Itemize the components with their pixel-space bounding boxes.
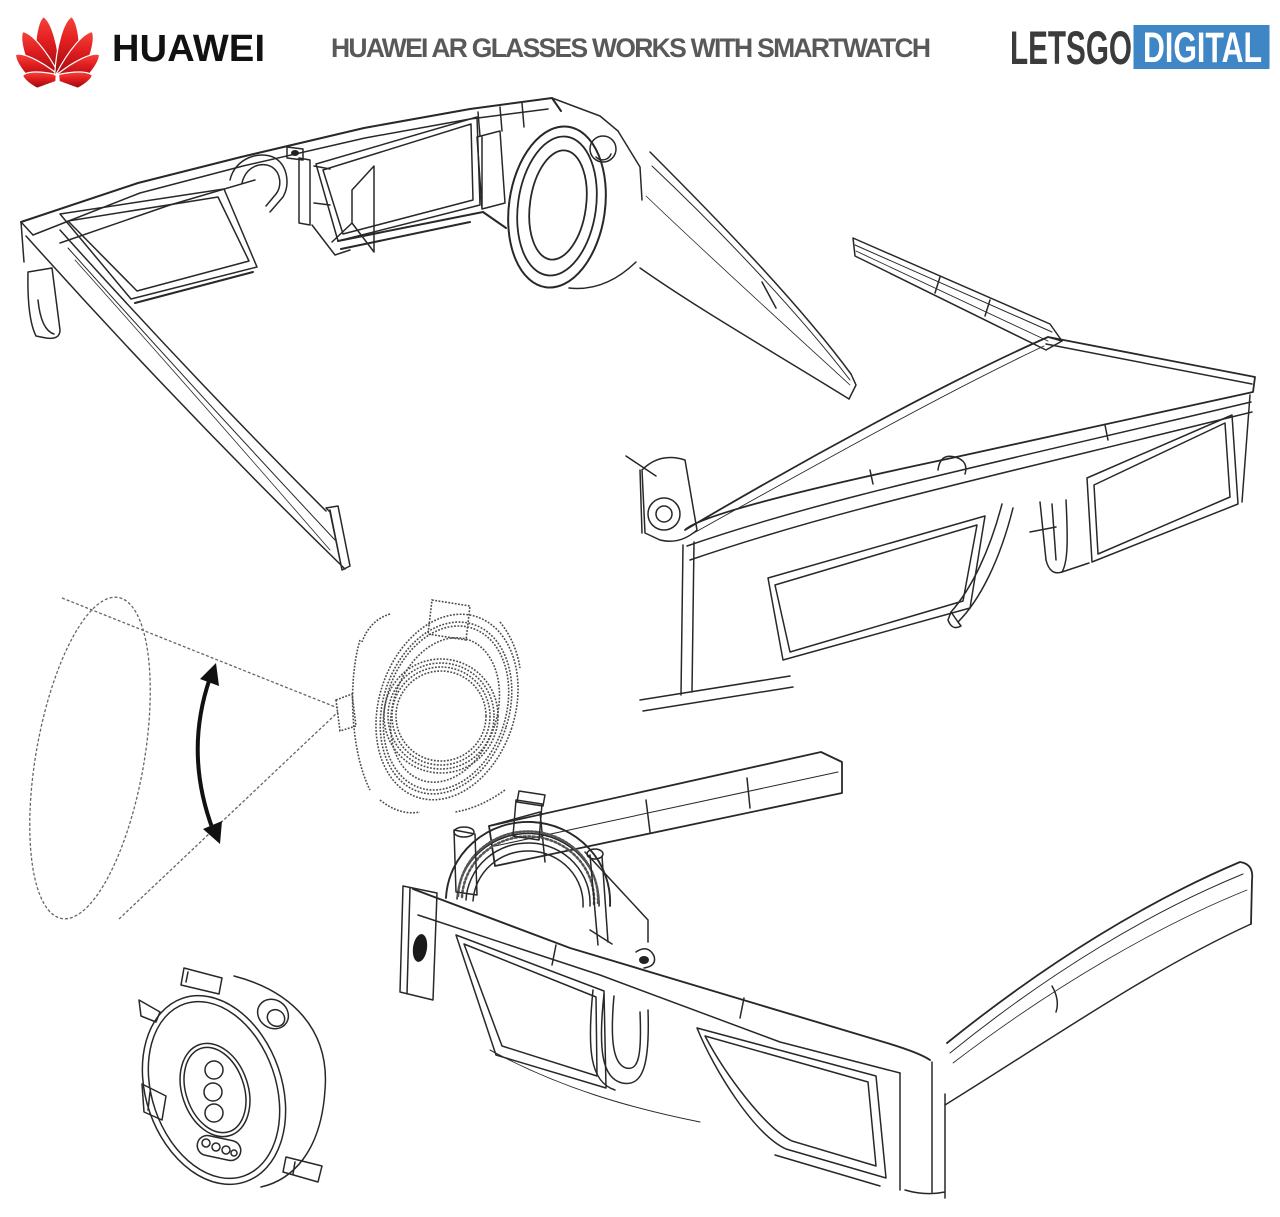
svg-text:HUAWEI AR GLASSES WORKS WITH S: HUAWEI AR GLASSES WORKS WITH SMARTWATCH [331, 33, 931, 63]
svg-text:LETSGO: LETSGO [1010, 21, 1132, 74]
svg-text:HUAWEI: HUAWEI [112, 28, 265, 70]
svg-text:DIGITAL: DIGITAL [1143, 24, 1262, 72]
